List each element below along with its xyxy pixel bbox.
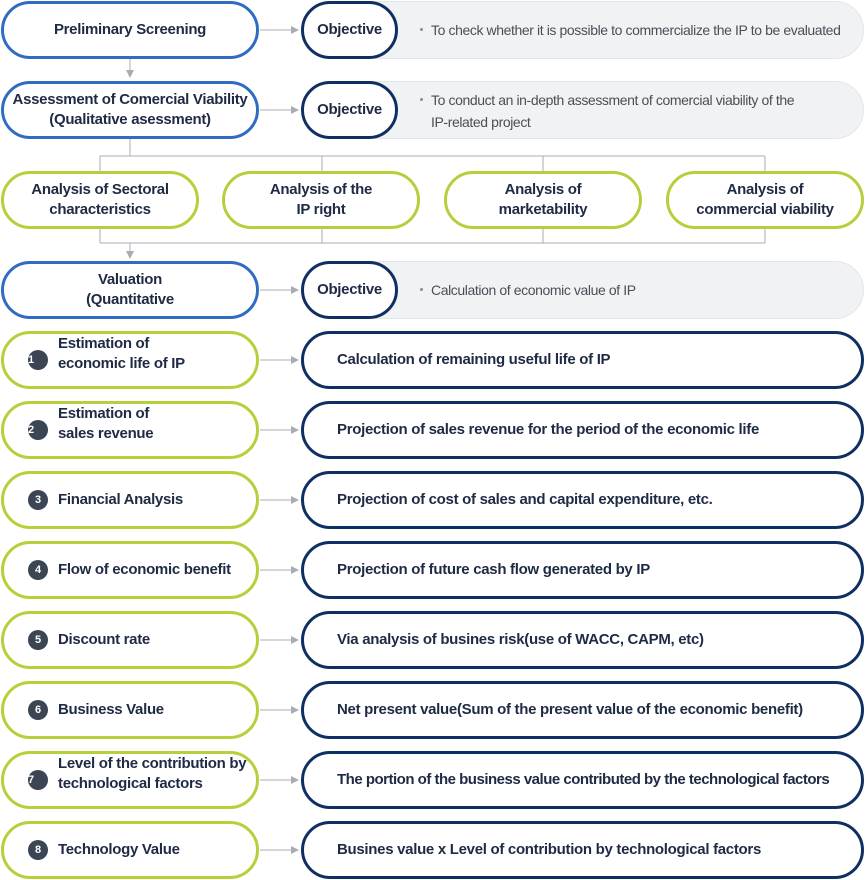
- bullet-dot: [420, 287, 423, 291]
- preliminary-objective-text: To check whether it is possible to comme…: [420, 19, 841, 41]
- step-4-result: Projection of future cash flow generated…: [301, 541, 864, 599]
- step-5-result: Via analysis of busines risk(use of WACC…: [301, 611, 864, 669]
- step-number-badge: 7: [28, 770, 48, 790]
- step-number-badge: 8: [28, 840, 48, 860]
- step-6-box: 6 Business Value: [1, 681, 259, 739]
- analysis-label-line1: Analysis of: [726, 181, 804, 198]
- analysis-sectoral-box: Analysis of Sectoral characteristics: [1, 171, 199, 229]
- analysis-label-line1: Analysis of: [504, 181, 582, 198]
- valuation-box: Valuation (Quantitative: [1, 261, 259, 319]
- analysis-label-line2: commercial viability: [696, 201, 834, 218]
- assessment-objective-label: Objective: [317, 101, 382, 118]
- step-number-badge: 2: [28, 420, 48, 440]
- step-label-line1: Estimation of: [58, 405, 150, 422]
- step-number-badge: 1: [28, 350, 48, 370]
- step-result-text: The portion of the business value contri…: [337, 771, 830, 788]
- step-7-box: 7 Level of the contribution by technolog…: [1, 751, 259, 809]
- step-label: Flow of economic benefit: [58, 561, 231, 578]
- step-label-line1: Level of the contribution by: [58, 755, 247, 772]
- step-5-box: 5 Discount rate: [1, 611, 259, 669]
- step-3-box: 3 Financial Analysis: [1, 471, 259, 529]
- step-label: Discount rate: [58, 631, 150, 648]
- step-1-box: 1 Estimation of economic life of IP: [1, 331, 259, 389]
- analysis-ip-right-box: Analysis of the IP right: [222, 171, 420, 229]
- assessment-label-line2: (Qualitative asessment): [49, 111, 211, 128]
- preliminary-screening-label: Preliminary Screening: [53, 21, 207, 38]
- step-label: Technology Value: [58, 841, 180, 858]
- step-1-result: Calculation of remaining useful life of …: [301, 331, 864, 389]
- valuation-label-line1: Valuation: [98, 271, 162, 288]
- valuation-label-line2: (Quantitative: [86, 291, 174, 308]
- step-2-box: 2 Estimation of sales revenue: [1, 401, 259, 459]
- step-label-line2: sales revenue: [58, 425, 154, 442]
- step-label-line2: economic life of IP: [58, 355, 185, 372]
- valuation-objective-text: Calculation of economic value of IP: [420, 279, 636, 301]
- step-label: Financial Analysis: [58, 491, 183, 508]
- analysis-label-line2: IP right: [296, 201, 346, 218]
- valuation-objective-label: Objective: [317, 281, 382, 298]
- step-result-text: Via analysis of busines risk(use of WACC…: [337, 631, 704, 648]
- assessment-objective-text: To conduct an in-depth assessment of com…: [420, 89, 795, 133]
- preliminary-objective-label: Objective: [317, 21, 382, 38]
- step-number-badge: 3: [28, 490, 48, 510]
- preliminary-objective-pill: Objective: [301, 1, 398, 59]
- step-result-text: Net present value(Sum of the present val…: [337, 701, 803, 718]
- step-2-result: Projection of sales revenue for the peri…: [301, 401, 864, 459]
- step-number-badge: 4: [28, 560, 48, 580]
- step-label: Business Value: [58, 701, 164, 718]
- step-number-badge: 6: [28, 700, 48, 720]
- step-8-box: 8 Technology Value: [1, 821, 259, 879]
- step-result-text: Calculation of remaining useful life of …: [337, 351, 611, 368]
- assessment-objective-band: [350, 81, 864, 139]
- assessment-label-line1: Assessment of Comercial Viability: [12, 91, 248, 108]
- valuation-objective-band: [350, 261, 864, 319]
- analysis-label-line2: characteristics: [49, 201, 151, 218]
- step-result-text: Busines value x Level of contribution by…: [337, 841, 761, 858]
- bullet-dot: [420, 27, 423, 31]
- assessment-objective-pill: Objective: [301, 81, 398, 139]
- step-3-result: Projection of cost of sales and capital …: [301, 471, 864, 529]
- step-number-badge: 5: [28, 630, 48, 650]
- step-4-box: 4 Flow of economic benefit: [1, 541, 259, 599]
- preliminary-screening-box: Preliminary Screening: [1, 1, 259, 59]
- analysis-commercial-viability-box: Analysis of commercial viability: [666, 171, 864, 229]
- assessment-box: Assessment of Comercial Viability (Quali…: [1, 81, 259, 139]
- step-result-text: Projection of cost of sales and capital …: [337, 491, 713, 508]
- bullet-dot: [420, 97, 423, 101]
- analysis-label-line1: Analysis of Sectoral: [31, 181, 169, 198]
- step-result-text: Projection of sales revenue for the peri…: [337, 421, 760, 438]
- step-label-line1: Estimation of: [58, 335, 150, 352]
- analysis-label-line2: marketability: [498, 201, 588, 218]
- analysis-marketability-box: Analysis of marketability: [444, 171, 642, 229]
- analysis-label-line1: Analysis of the: [269, 181, 373, 198]
- step-label-line2: technological factors: [58, 775, 203, 792]
- step-6-result: Net present value(Sum of the present val…: [301, 681, 864, 739]
- step-8-result: Busines value x Level of contribution by…: [301, 821, 864, 879]
- valuation-objective-pill: Objective: [301, 261, 398, 319]
- step-7-result: The portion of the business value contri…: [301, 751, 864, 809]
- step-result-text: Projection of future cash flow generated…: [337, 561, 650, 578]
- preliminary-objective-band: [350, 1, 864, 59]
